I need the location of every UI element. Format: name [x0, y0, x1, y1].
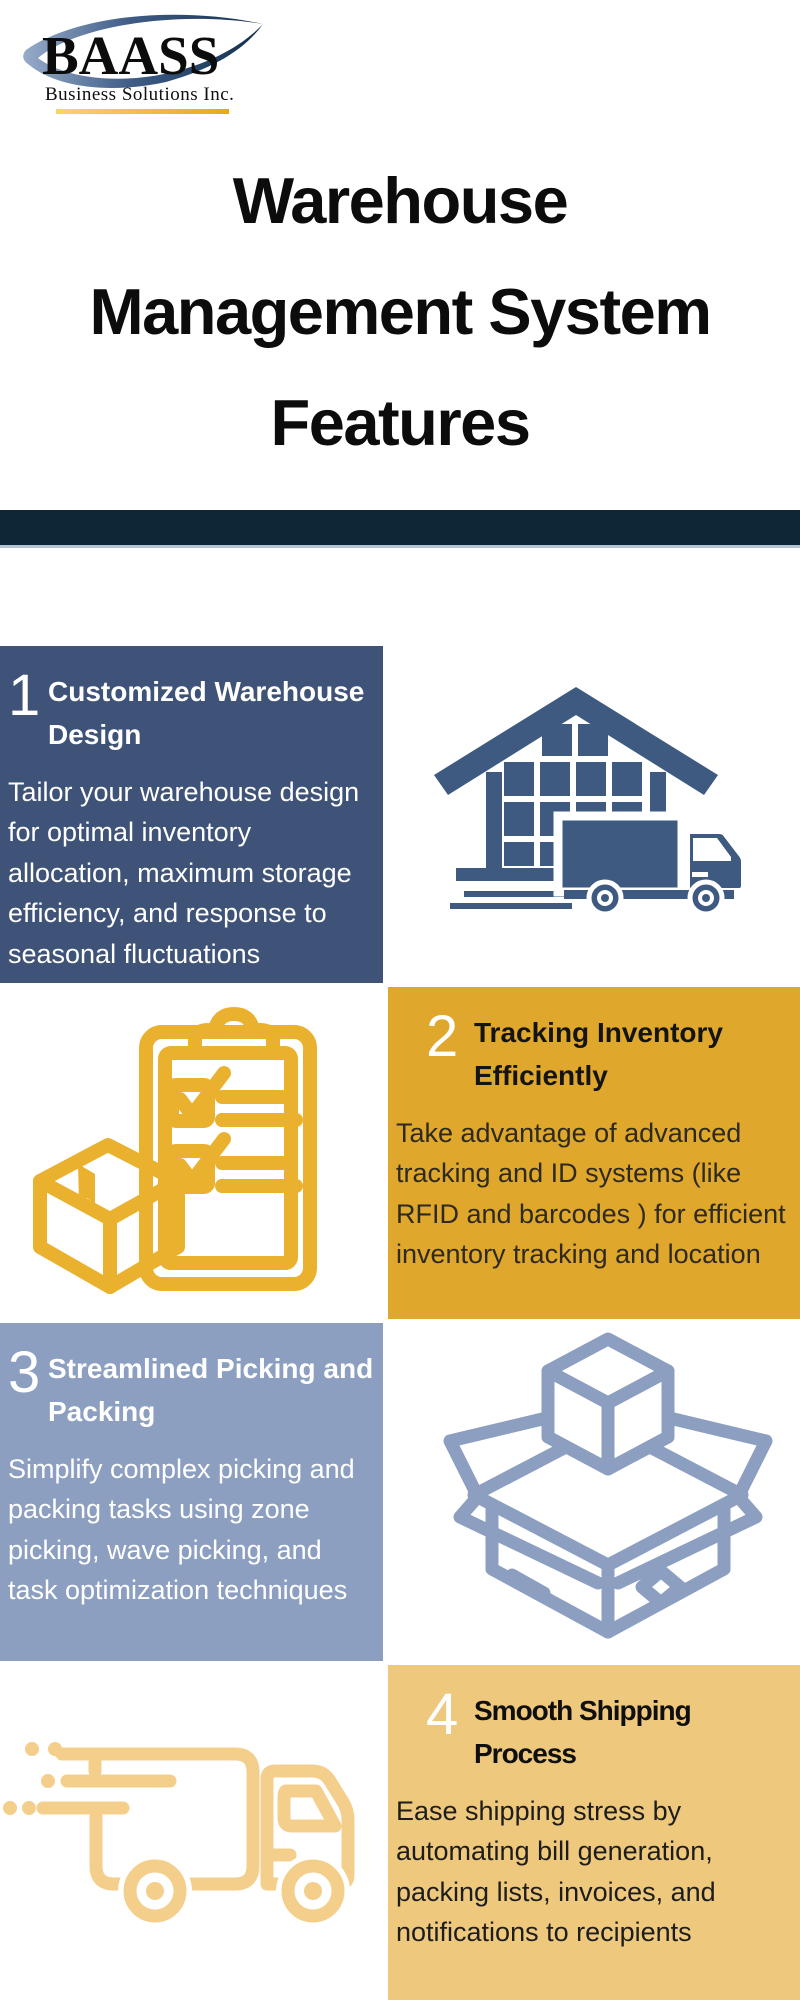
feature-4-header: 4 Smooth Shipping Process	[426, 1682, 792, 1776]
feature-grid: 1 Customized Warehouse Design Tailor you…	[0, 646, 800, 2000]
baass-logo: BAASS Business Solutions Inc.	[0, 0, 300, 125]
warehouse-truck-icon	[434, 687, 749, 916]
feature-2-number: 2	[426, 1004, 458, 1069]
feature-3-panel: 3 Streamlined Picking and Packing Simpli…	[0, 1323, 383, 1661]
feature-2-body: Take advantage of advanced tracking and …	[396, 1117, 786, 1270]
feature-3-header: 3 Streamlined Picking and Packing	[8, 1340, 375, 1434]
feature-3-illustration	[388, 1323, 800, 1661]
feature-2-panel: 2 Tracking Inventory Efficiently Take ad…	[388, 987, 800, 1319]
feature-1-number: 1	[8, 663, 40, 728]
feature-3-body: Simplify complex picking and packing tas…	[8, 1453, 355, 1606]
feature-2-header: 2 Tracking Inventory Efficiently	[426, 1004, 792, 1098]
feature-2-title: Tracking Inventory Efficiently	[474, 1017, 723, 1092]
feature-4-body: Ease shipping stress by automating bill …	[396, 1795, 716, 1948]
page-title-line3: Features	[270, 386, 531, 459]
feature-4-panel: 4 Smooth Shipping Process Ease shipping …	[388, 1665, 800, 2000]
feature-1-illustration	[388, 646, 800, 983]
divider-bar	[0, 510, 800, 548]
feature-1-panel: 1 Customized Warehouse Design Tailor you…	[0, 646, 383, 983]
feature-4-illustration	[0, 1665, 383, 2000]
logo-gold-underline	[56, 109, 229, 114]
feature-3-title: Streamlined Picking and Packing	[48, 1353, 374, 1428]
page-title-line1: Warehouse	[232, 164, 569, 237]
fast-truck-icon	[3, 1742, 355, 1928]
feature-4-title: Smooth Shipping Process	[474, 1695, 692, 1770]
page-title: Warehouse Management System Features	[0, 145, 800, 478]
feature-1-body: Tailor your warehouse design for optimal…	[8, 776, 360, 969]
inventory-checklist-icon	[33, 1007, 317, 1294]
logo-tagline: Business Solutions Inc.	[45, 84, 235, 105]
feature-2-illustration	[0, 987, 383, 1319]
page-title-line2: Management System	[89, 275, 712, 348]
logo-wordmark: BAASS	[42, 25, 220, 86]
feature-1-header: 1 Customized Warehouse Design	[8, 663, 375, 757]
feature-3-number: 3	[8, 1340, 40, 1405]
feature-1-title: Customized Warehouse Design	[48, 676, 365, 751]
swoosh-icon	[23, 14, 263, 89]
open-box-icon	[443, 1332, 773, 1639]
feature-4-number: 4	[426, 1682, 458, 1747]
